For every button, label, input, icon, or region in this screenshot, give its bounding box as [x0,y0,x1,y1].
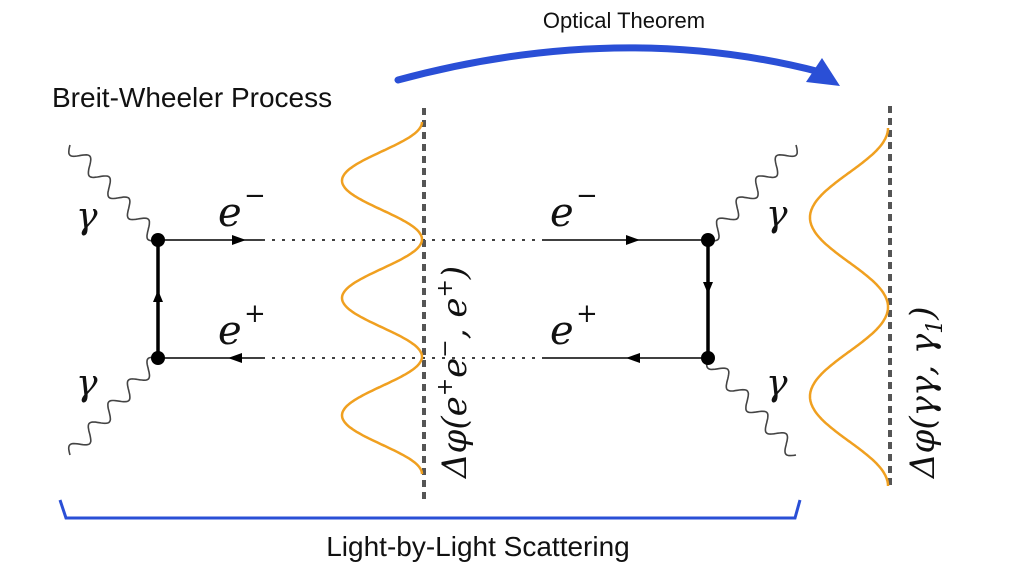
photon-label-top-right: γ [766,194,788,235]
vertex-top-left [151,233,165,247]
vertex-top-right [701,233,715,247]
positron-label-left: e + [218,299,266,354]
positron-symbol: e [218,308,242,354]
positron-symbol: e [550,308,574,354]
vertex-bottom-left [151,351,165,365]
arrow-right-icon [232,235,246,245]
light-by-light-bracket [58,499,802,520]
optical-theorem-arrowhead [806,58,840,86]
axis-label-right: Δφ(γγ, γ1) [903,307,948,480]
axis-label-left-prefix: Δφ(e [435,396,475,480]
electron-symbol: e [218,190,242,236]
arrow-left-icon [626,353,640,363]
photon-line-top-left [67,144,159,242]
vertex-bottom-right [701,351,715,365]
photon-label-bottom-right: γ [766,363,788,404]
electron-charge: − [244,181,266,211]
axis-label-right-sub: 1 [923,320,948,334]
photon-label-bottom-left: γ [76,363,98,404]
svg-text:Δφ(e+e−, e+): Δφ(e+e−, e+) [433,266,475,480]
arrow-up-icon [153,290,163,302]
distribution-curve-right [808,128,890,486]
positron-label-right: e + [550,299,598,354]
axis-label-left: Δφ(e+e−, e+) [433,266,475,480]
optical-theorem-arrow [394,44,824,84]
axis-label-right-prefix: Δφ(γγ, γ [903,333,943,480]
axis-label-left-suffix: ) [435,266,475,280]
photon-line-bottom-left [67,356,159,456]
arrow-left-icon [228,353,242,363]
svg-text:Δφ(γγ, γ1): Δφ(γγ, γ1) [903,307,948,480]
arrow-right-icon [626,235,640,245]
axis-label-left-sup1: + [433,378,458,396]
axis-label-left-sup2: − [433,339,458,357]
electron-charge: − [576,181,598,211]
photon-line-top-right [707,144,799,242]
photon-line-bottom-right [705,357,797,457]
axis-label-left-sep: , e [435,298,475,340]
axis-label-left-sup3: + [433,279,458,297]
electron-label-left: e − [218,181,266,236]
distribution-curve-left [340,121,424,475]
axis-label-right-suffix: ) [903,307,943,321]
photon-label-top-left: γ [76,196,98,237]
light-by-light-label: Light-by-Light Scattering [326,531,630,562]
axis-label-left-mid: e [435,358,475,378]
positron-charge: + [244,299,266,329]
arrow-down-icon [703,282,713,294]
breit-wheeler-label: Breit-Wheeler Process [52,82,332,113]
electron-symbol: e [550,190,574,236]
positron-charge: + [576,299,598,329]
optical-theorem-label: Optical Theorem [543,8,705,33]
electron-label-right: e − [550,181,598,236]
